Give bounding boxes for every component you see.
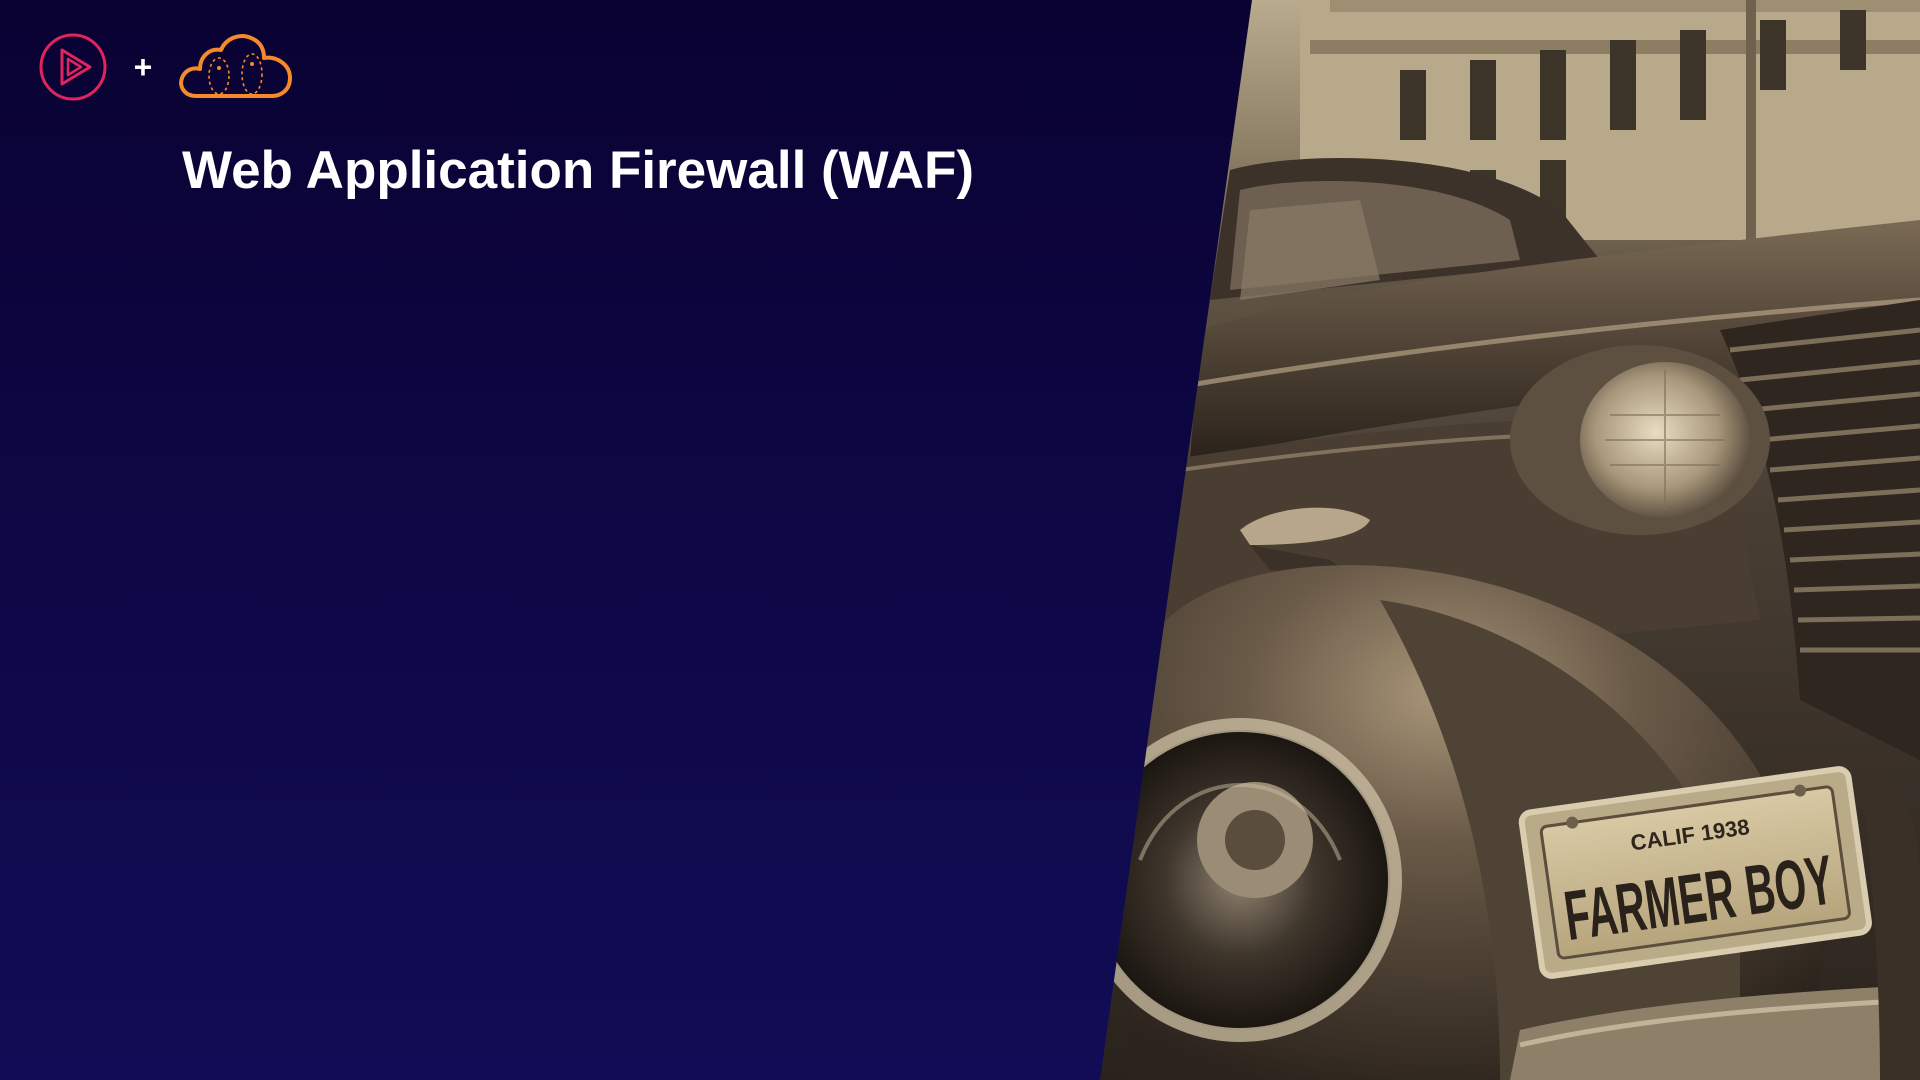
play-icon: [39, 33, 107, 101]
slide-title: Web Application Firewall (WAF): [182, 141, 975, 200]
cloud-logo: [176, 28, 296, 102]
plus-sign: +: [133, 49, 153, 85]
pluralsight-logo: [38, 32, 108, 102]
license-plate: CALIF 1938 FARMER BOY: [1518, 766, 1872, 979]
cloud-icon: [179, 34, 292, 98]
